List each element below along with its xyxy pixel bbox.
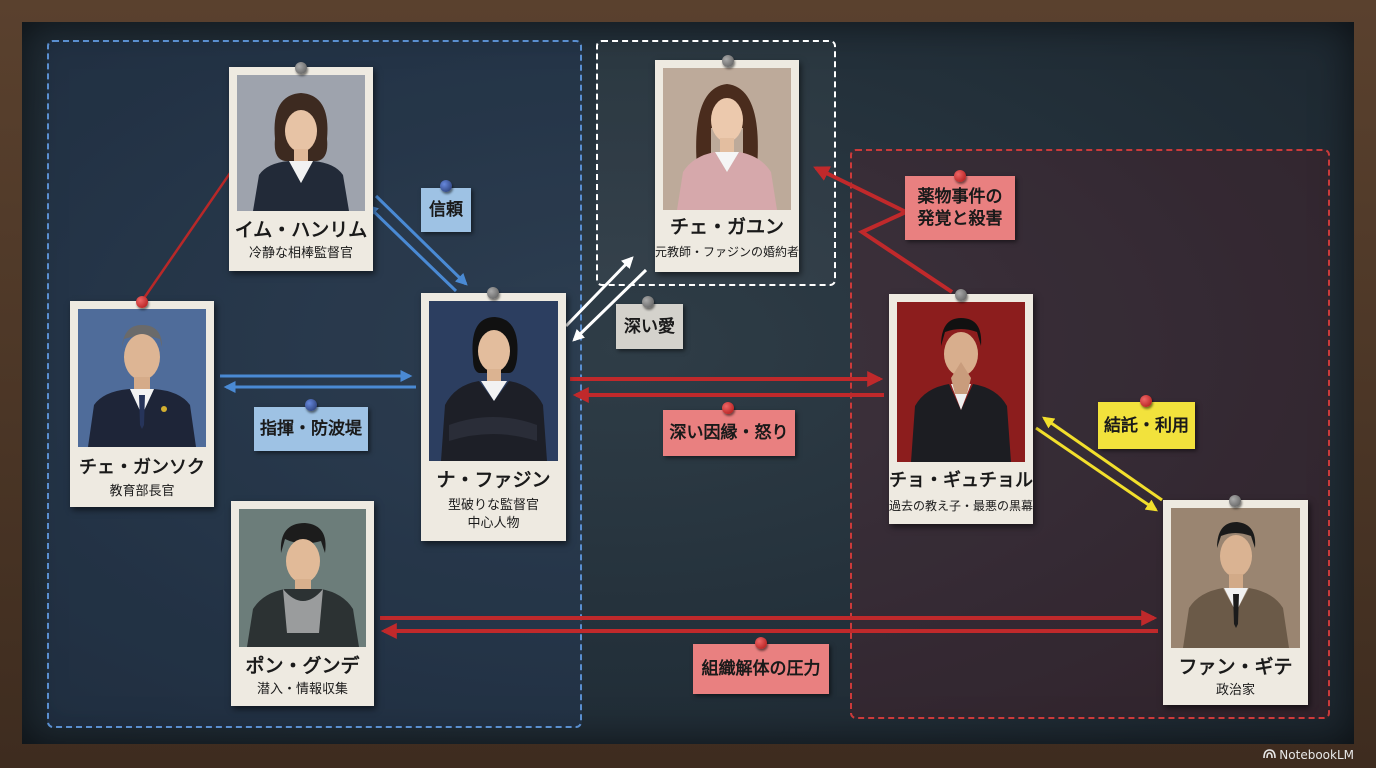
card-gaun: チェ・ガユン 元教師・ファジンの婚約者 bbox=[655, 60, 799, 272]
note-pressure: 組織解体の圧力 bbox=[693, 644, 829, 694]
arrow-lim-to-na bbox=[374, 194, 468, 286]
portrait-man-hoodie-icon bbox=[239, 509, 366, 647]
card-role: 冷静な相棒監督官 bbox=[248, 246, 353, 261]
arrow-na-to-gaun bbox=[564, 256, 634, 328]
card-lim: イム・ハンリム 冷静な相棒監督官 bbox=[229, 67, 373, 271]
note-pressure-label: 組織解体の圧力 bbox=[701, 659, 821, 679]
photo-lim bbox=[237, 75, 365, 211]
note-love: 深い愛 bbox=[616, 304, 683, 349]
note-love-label: 深い愛 bbox=[624, 316, 675, 337]
photo-gaun bbox=[663, 68, 791, 210]
card-name: チェ・ガユン bbox=[669, 216, 784, 238]
notebooklm-logo-icon bbox=[1263, 749, 1277, 759]
photo-cho bbox=[897, 302, 1025, 462]
photo-choe bbox=[78, 309, 206, 447]
pin bbox=[722, 55, 734, 67]
card-name: ポン・グンデ bbox=[245, 655, 360, 677]
pin bbox=[136, 296, 148, 308]
card-name: チョ・ギュチョル bbox=[889, 470, 1033, 491]
pin bbox=[440, 180, 452, 192]
note-drug: 薬物事件の 発覚と殺害 bbox=[905, 176, 1015, 240]
portrait-politician-icon bbox=[1171, 508, 1300, 648]
card-role: 教育部長官 bbox=[109, 484, 175, 499]
note-fate: 深い因縁・怒り bbox=[663, 410, 795, 456]
arrow-cho-to-fan bbox=[1035, 426, 1158, 512]
card-na: ナ・ファジン 型破りな監督官 中心人物 bbox=[421, 293, 566, 541]
card-name: チェ・ガンソク bbox=[79, 457, 205, 478]
card-name: イム・ハンリム bbox=[234, 219, 368, 241]
pin bbox=[954, 170, 966, 182]
photo-fan bbox=[1171, 508, 1300, 648]
pin bbox=[1140, 395, 1152, 407]
photo-na bbox=[429, 301, 558, 461]
portrait-woman-icon bbox=[237, 75, 365, 211]
arrow-na-to-lim bbox=[366, 204, 458, 293]
pin bbox=[305, 399, 317, 411]
card-role: 潜入・情報収集 bbox=[256, 682, 348, 697]
pin bbox=[642, 296, 654, 308]
note-fate-label: 深い因縁・怒り bbox=[669, 423, 789, 443]
portrait-man-hands-clasped-icon bbox=[897, 302, 1025, 462]
note-drug-line1: 薬物事件の bbox=[917, 187, 1003, 207]
card-fan: ファン・ギテ 政治家 bbox=[1163, 500, 1308, 705]
pin bbox=[755, 637, 767, 649]
card-name: ファン・ギテ bbox=[1178, 656, 1293, 678]
card-role: 政治家 bbox=[1215, 683, 1255, 698]
card-role: 過去の教え子・最悪の黒幕 bbox=[889, 499, 1034, 513]
pin bbox=[1229, 495, 1241, 507]
arrow-cho-to-gaun bbox=[813, 166, 954, 294]
portrait-woman-cardigan-icon bbox=[663, 68, 791, 210]
note-trust-label: 信頼 bbox=[429, 200, 463, 220]
watermark-text: NotebookLM bbox=[1279, 748, 1354, 762]
note-command-label: 指揮・防波堤 bbox=[260, 419, 362, 439]
note-collusion-label: 結託・利用 bbox=[1104, 415, 1189, 436]
card-role-2: 中心人物 bbox=[467, 516, 520, 531]
card-pon: ポン・グンデ 潜入・情報収集 bbox=[231, 501, 374, 706]
pin bbox=[955, 289, 967, 301]
note-command: 指揮・防波堤 bbox=[254, 407, 368, 451]
pin bbox=[487, 287, 499, 299]
card-cho: チョ・ギュチョル 過去の教え子・最悪の黒幕 bbox=[889, 294, 1033, 524]
card-role: 元教師・ファジンの婚約者 bbox=[655, 245, 800, 259]
card-role: 型破りな監督官 bbox=[447, 498, 539, 513]
card-choe: チェ・ガンソク 教育部長官 bbox=[70, 301, 214, 507]
portrait-man-suit-icon bbox=[78, 309, 206, 447]
pin bbox=[295, 62, 307, 74]
watermark: NotebookLM bbox=[1263, 748, 1354, 762]
portrait-woman-arms-crossed-icon bbox=[429, 301, 558, 461]
note-trust: 信頼 bbox=[421, 188, 471, 232]
arrow-gaun-to-na bbox=[572, 268, 648, 342]
arrow-fan-to-cho bbox=[1042, 416, 1163, 502]
note-drug-line2: 発覚と殺害 bbox=[917, 209, 1003, 229]
pin bbox=[722, 402, 734, 414]
card-name: ナ・ファジン bbox=[436, 469, 551, 491]
note-collusion: 結託・利用 bbox=[1098, 402, 1195, 449]
photo-pon bbox=[239, 509, 366, 647]
